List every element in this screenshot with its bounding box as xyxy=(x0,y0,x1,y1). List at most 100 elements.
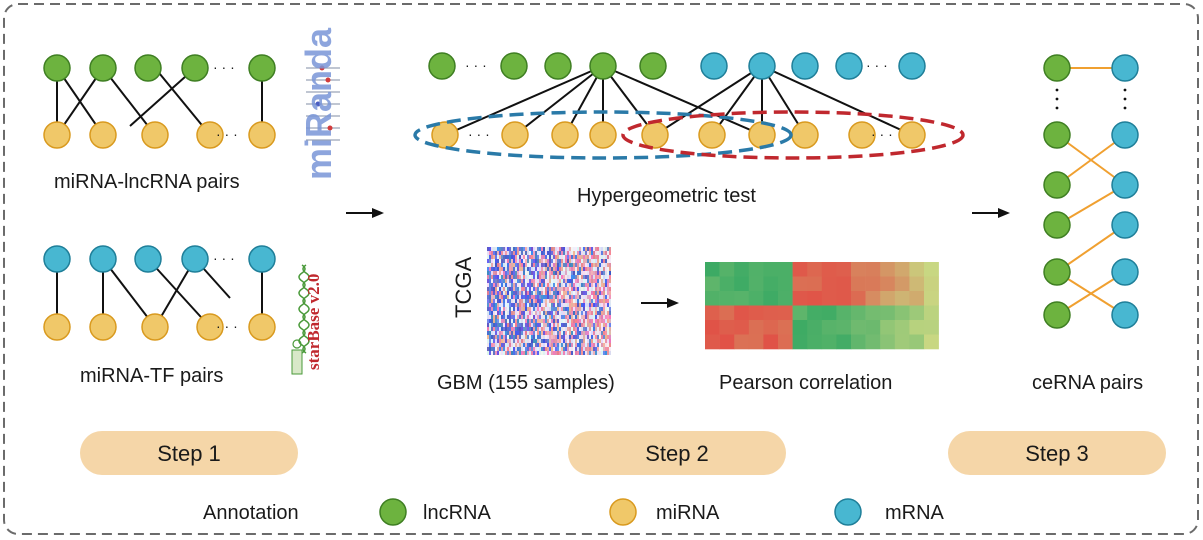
tcga-heatmap-cell xyxy=(533,291,535,295)
tcga-heatmap-cell xyxy=(591,259,593,263)
tcga-heatmap-cell xyxy=(487,247,489,251)
tcga-heatmap-cell xyxy=(601,315,603,319)
tcga-heatmap-cell xyxy=(495,263,497,267)
tcga-heatmap-cell xyxy=(545,271,547,275)
tcga-heatmap-cell xyxy=(553,315,555,319)
tcga-heatmap-cell xyxy=(505,323,507,327)
tcga-heatmap-cell xyxy=(553,347,555,351)
tcga-heatmap-cell xyxy=(531,319,533,323)
tcga-heatmap-cell xyxy=(585,263,587,267)
pearson-heatmap-cell xyxy=(924,276,939,292)
tcga-heatmap-cell xyxy=(529,291,531,295)
tcga-heatmap-cell xyxy=(531,283,533,287)
tcga-heatmap-cell xyxy=(589,319,591,323)
tcga-heatmap-cell xyxy=(527,307,529,311)
tcga-heatmap-cell xyxy=(609,311,611,315)
tcga-heatmap-cell xyxy=(495,279,497,283)
tcga-heatmap-cell xyxy=(499,299,501,303)
pearson-heatmap-cell xyxy=(807,291,823,306)
tcga-heatmap-cell xyxy=(525,339,527,343)
tcga-heatmap-cell xyxy=(493,283,495,287)
tcga-heatmap-cell xyxy=(537,335,539,339)
tcga-heatmap-cell xyxy=(557,283,559,287)
tcga-heatmap-cell xyxy=(531,311,533,315)
tcga-heatmap-cell xyxy=(507,347,509,351)
tcga-heatmap-cell xyxy=(529,319,531,323)
tcga-heatmap-cell xyxy=(513,327,515,331)
tcga-heatmap-cell xyxy=(529,275,531,279)
tcga-heatmap-cell xyxy=(525,255,527,259)
pearson-heatmap-cell xyxy=(719,305,735,321)
tcga-heatmap-cell xyxy=(523,283,525,287)
tcga-heatmap-cell xyxy=(527,263,529,267)
tcga-heatmap-cell xyxy=(609,307,611,311)
tcga-heatmap-cell xyxy=(575,327,577,331)
starbase-logo-text: starBase v2.0 xyxy=(304,274,323,370)
tcga-heatmap-cell xyxy=(553,251,555,255)
tcga-heatmap-cell xyxy=(603,275,605,279)
tcga-heatmap-cell xyxy=(513,267,515,271)
tcga-heatmap-cell xyxy=(579,267,581,271)
tcga-heatmap-cell xyxy=(587,291,589,295)
tcga-heatmap-cell xyxy=(573,291,575,295)
tcga-heatmap-cell xyxy=(587,303,589,307)
tcga-heatmap-cell xyxy=(511,347,513,351)
tcga-heatmap-cell xyxy=(607,315,609,319)
tcga-heatmap-cell xyxy=(533,339,535,343)
lncrna-node xyxy=(428,52,456,80)
tcga-heatmap-cell xyxy=(569,287,571,291)
tcga-heatmap-cell xyxy=(523,347,525,351)
tcga-heatmap-cell xyxy=(533,303,535,307)
tcga-heatmap-cell xyxy=(559,291,561,295)
tcga-heatmap-cell xyxy=(569,251,571,255)
pearson-heatmap-cell xyxy=(865,276,881,292)
lncrna-node xyxy=(1043,54,1071,82)
pearson-heatmap-cell xyxy=(836,334,852,350)
tcga-heatmap-cell xyxy=(563,327,565,331)
tcga-heatmap-cell xyxy=(505,295,507,299)
pearson-heatmap-cell xyxy=(778,262,793,277)
tcga-heatmap-cell xyxy=(533,263,535,267)
tcga-heatmap-cell xyxy=(601,327,603,331)
tcga-heatmap-cell xyxy=(497,263,499,267)
tcga-heatmap-cell xyxy=(577,295,579,299)
tcga-heatmap-cell xyxy=(541,307,543,311)
tcga-heatmap-cell xyxy=(521,295,523,299)
tcga-heatmap-cell xyxy=(563,283,565,287)
tcga-heatmap-cell xyxy=(551,331,553,335)
tcga-heatmap-cell xyxy=(499,279,501,283)
pearson-heatmap-cell xyxy=(836,262,852,277)
tcga-heatmap-cell xyxy=(573,283,575,287)
tcga-heatmap-cell xyxy=(531,275,533,279)
pearson-heatmap-cell xyxy=(894,334,910,350)
tcga-heatmap-cell xyxy=(577,351,579,355)
tcga-heatmap-cell xyxy=(537,339,539,343)
tcga-heatmap-cell xyxy=(515,251,517,255)
tcga-heatmap-cell xyxy=(603,279,605,283)
pearson-heatmap-cell xyxy=(719,262,735,277)
tcga-heatmap-cell xyxy=(511,283,513,287)
tcga-heatmap-cell xyxy=(597,263,599,267)
tcga-heatmap-cell xyxy=(507,255,509,259)
tcga-heatmap-cell xyxy=(521,315,523,319)
tcga-heatmap-cell xyxy=(515,263,517,267)
tcga-heatmap-cell xyxy=(607,267,609,271)
tcga-heatmap-cell xyxy=(591,247,593,251)
tcga-heatmap-cell xyxy=(543,251,545,255)
tcga-heatmap-cell xyxy=(493,335,495,339)
tcga-heatmap-cell xyxy=(523,339,525,343)
tcga-heatmap-cell xyxy=(599,295,601,299)
tcga-heatmap-cell xyxy=(521,283,523,287)
tcga-heatmap-cell xyxy=(521,279,523,283)
tcga-heatmap-cell xyxy=(489,331,491,335)
tcga-heatmap-cell xyxy=(499,251,501,255)
hypergeometric-test-label: Hypergeometric test xyxy=(577,185,756,207)
mirna-node xyxy=(196,121,224,149)
mrna-node xyxy=(134,245,162,273)
tcga-heatmap-cell xyxy=(501,267,503,271)
tcga-heatmap-cell xyxy=(541,279,543,283)
tcga-heatmap-cell xyxy=(605,267,607,271)
tcga-heatmap-cell xyxy=(515,247,517,251)
tcga-heatmap-cell xyxy=(523,263,525,267)
tcga-heatmap-cell xyxy=(531,279,533,283)
